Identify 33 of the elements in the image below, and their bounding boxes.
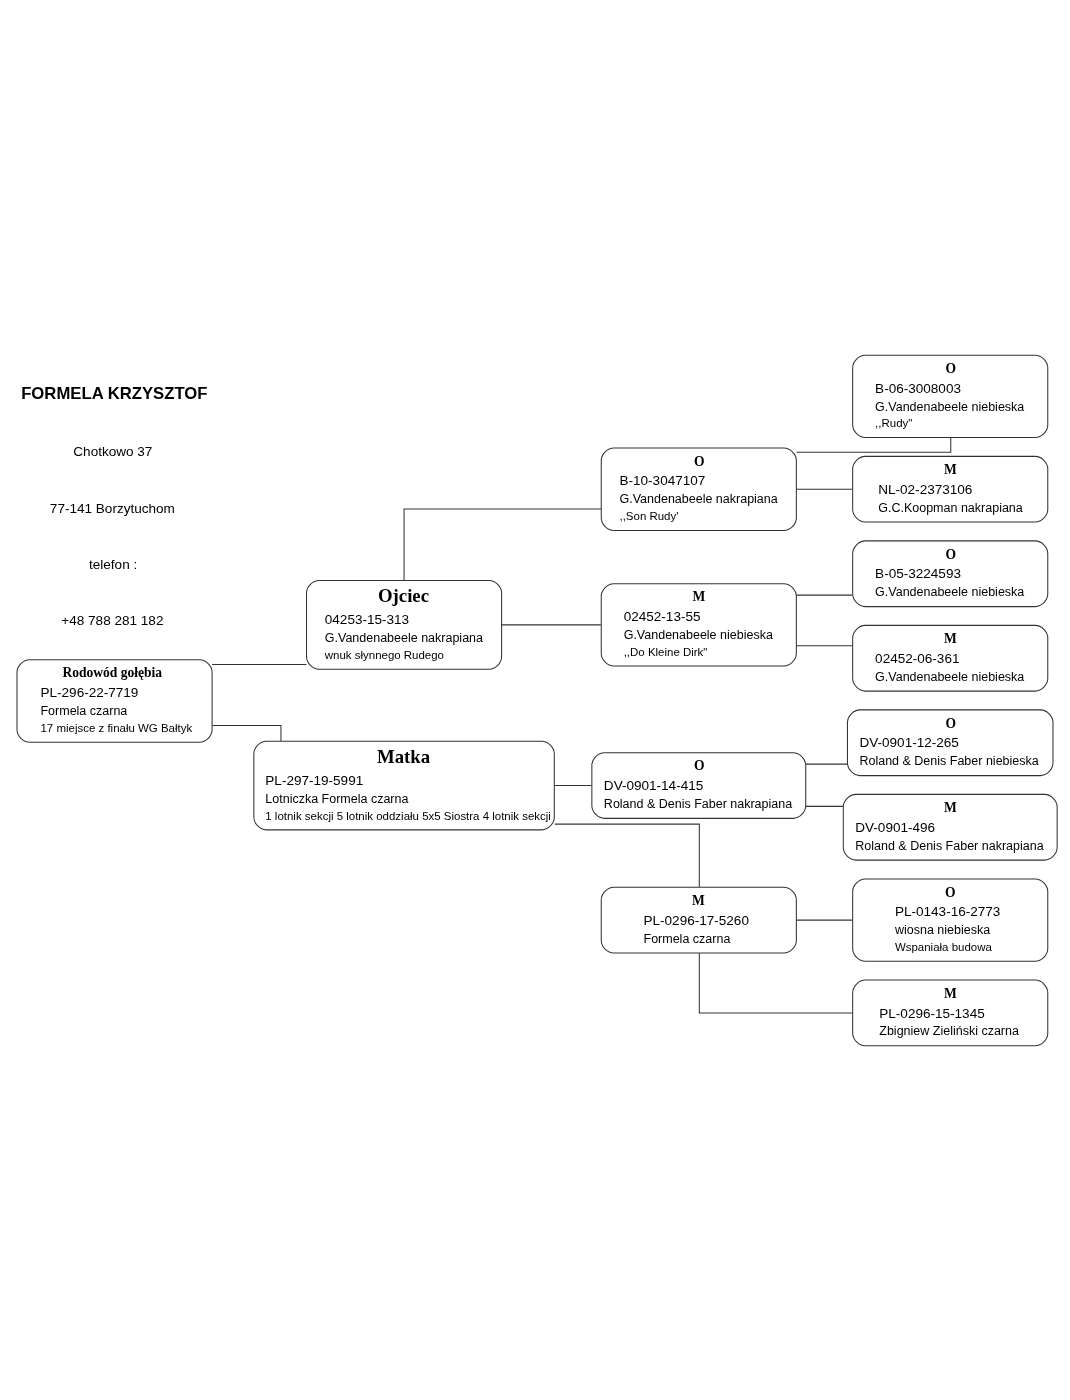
label: 77-141 Borzytuchom	[49, 500, 175, 516]
label: Chotkowo 37	[73, 443, 153, 459]
connector	[796, 436, 952, 453]
connector	[795, 644, 853, 646]
node-box: O DV-0901-12-265 Roland & Denis Faber niebieska	[846, 708, 1054, 776]
connector	[795, 488, 853, 490]
node-box: M DV-0901-496 Roland & Denis Faber nakrapiana	[842, 793, 1058, 861]
node-box: M NL-02-2373106 G.C.Koopman nakrapiana	[852, 455, 1049, 523]
connector	[554, 823, 700, 888]
node-box: O B-05-3224593 G.Vandenabeele niebieska	[852, 539, 1049, 607]
label: telefon :	[89, 556, 138, 572]
node-box: O PL-0143-16-2773 wiosna niebieska Wspaniała budowa	[852, 877, 1049, 962]
connector	[698, 952, 853, 1013]
connector	[795, 594, 853, 596]
node-box: Ojciec 04253-15-313 G.Vandenabeele nakrapiana wnuk słynnego Rudego	[306, 579, 503, 670]
node-box: Matka PL-297-19-5991 Lotniczka Formela czarna 1 lotnik sekcji 5 lotnik oddziału 5x5 Siostra 4 lotnik sekcji	[253, 740, 555, 830]
connector	[211, 663, 307, 665]
label: +48 788 281 182	[61, 612, 164, 628]
node-box: O B-06-3008003 G.Vandenabeele niebieska ,,Rudy"	[852, 354, 1049, 438]
node-box: O B-10-3047107 G.Vandenabeele nakrapiana ,,Son Rudy'	[600, 447, 797, 531]
connector	[795, 919, 853, 921]
node-box: M 02452-13-55 G.Vandenabeele niebieska ,,Do Kleine Dirk"	[600, 582, 797, 667]
node-box: O DV-0901-14-415 Roland & Denis Faber nakrapiana	[591, 751, 807, 819]
connector	[805, 763, 848, 765]
node-box: Rodowód gołębia PL-296-22-7719 Formela czarna 17 miejsce z finału WG Bałtyk	[16, 658, 213, 743]
node-box: M PL-0296-17-5260 Formela czarna	[600, 886, 797, 953]
connector	[805, 805, 844, 807]
connector	[403, 508, 602, 581]
connector	[553, 784, 592, 786]
connector	[501, 623, 602, 625]
label: FORMELA KRZYSZTOF	[21, 383, 208, 403]
node-box: M 02452-06-361 G.Vandenabeele niebieska	[852, 624, 1049, 692]
node-box: M PL-0296-15-1345 Zbigniew Zieliński czarna	[852, 979, 1049, 1046]
